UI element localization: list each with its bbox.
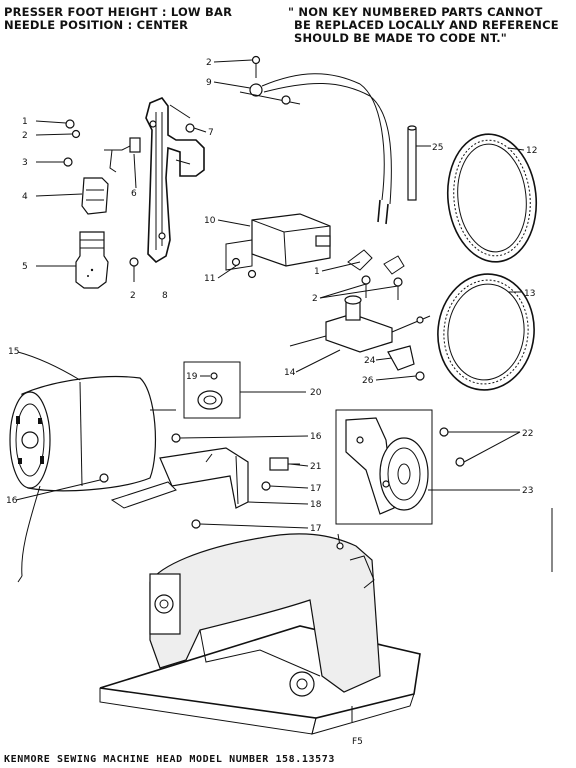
presser-foot-shank — [81, 177, 109, 215]
lamp-socket-and-wire — [239, 55, 392, 225]
callout-16: 16 — [310, 432, 322, 442]
callout-7: 7 — [208, 128, 214, 138]
callout-1: 1 — [22, 117, 28, 127]
motor — [9, 375, 181, 583]
non-key-note-line2: BE REPLACED LOCALLY AND REFERENCE — [294, 18, 559, 32]
callout-12: 12 — [526, 146, 537, 156]
motor-pulley-box — [183, 361, 241, 419]
callout-8: 8 — [162, 291, 168, 301]
callout-13: 13 — [524, 289, 535, 299]
small-screws-left — [63, 119, 195, 282]
callout-14: 14 — [284, 368, 296, 378]
rod-part — [407, 125, 417, 201]
bulb-part — [75, 231, 109, 289]
callout-2: 2 — [22, 131, 28, 141]
callout-2: 2 — [312, 294, 318, 304]
callout-1: 1 — [314, 267, 320, 277]
callout-18: 18 — [310, 500, 322, 510]
callout-26: 26 — [362, 376, 374, 386]
callout-20: 20 — [310, 388, 322, 398]
belt-upper — [446, 133, 538, 263]
callout-17: 17 — [310, 484, 321, 494]
belt-guard-box — [335, 409, 465, 525]
callout-5: 5 — [22, 262, 28, 272]
callout-16: 16 — [6, 496, 18, 506]
presser-foot-height-note: PRESSER FOOT HEIGHT : LOW BAR — [4, 5, 233, 19]
callout-21: 21 — [310, 462, 321, 472]
callout-25: 25 — [432, 143, 443, 153]
callout-24: 24 — [364, 356, 376, 366]
needle-position-note: NEEDLE POSITION : CENTER — [4, 18, 189, 32]
callout-10: 10 — [204, 216, 216, 226]
non-key-note-line3: SHOULD BE MADE TO CODE NT." — [294, 31, 508, 45]
callout-3: 3 — [22, 158, 28, 168]
callout-labels: 1 2 3 4 5 2 8 6 7 2 9 25 12 10 11 1 2 13… — [6, 58, 537, 534]
page-code: F5 — [352, 737, 363, 747]
callout-17: 17 — [310, 524, 321, 534]
callout-11: 11 — [204, 274, 215, 284]
callout-6: 6 — [131, 189, 137, 199]
presser-bar-assembly — [104, 97, 205, 264]
callout-9: 9 — [206, 78, 212, 88]
non-key-note-line1: " NON KEY NUMBERED PARTS CANNOT — [288, 5, 543, 19]
leader-lines — [15, 59, 553, 572]
callout-2: 2 — [130, 291, 136, 301]
callout-15: 15 — [8, 347, 19, 357]
model-caption: KENMORE SEWING MACHINE HEAD MODEL NUMBER… — [4, 754, 335, 765]
callout-22: 22 — [522, 429, 533, 439]
sewing-machine-head — [99, 533, 421, 735]
callout-2: 2 — [206, 58, 212, 68]
callout-19: 19 — [186, 372, 198, 382]
callout-4: 4 — [22, 192, 28, 202]
callout-23: 23 — [522, 486, 533, 496]
belt-lower — [437, 273, 535, 391]
bracket-24-26 — [387, 345, 425, 381]
switch-block — [225, 213, 331, 279]
regulator-part — [289, 295, 431, 353]
motor-bracket — [110, 447, 249, 509]
